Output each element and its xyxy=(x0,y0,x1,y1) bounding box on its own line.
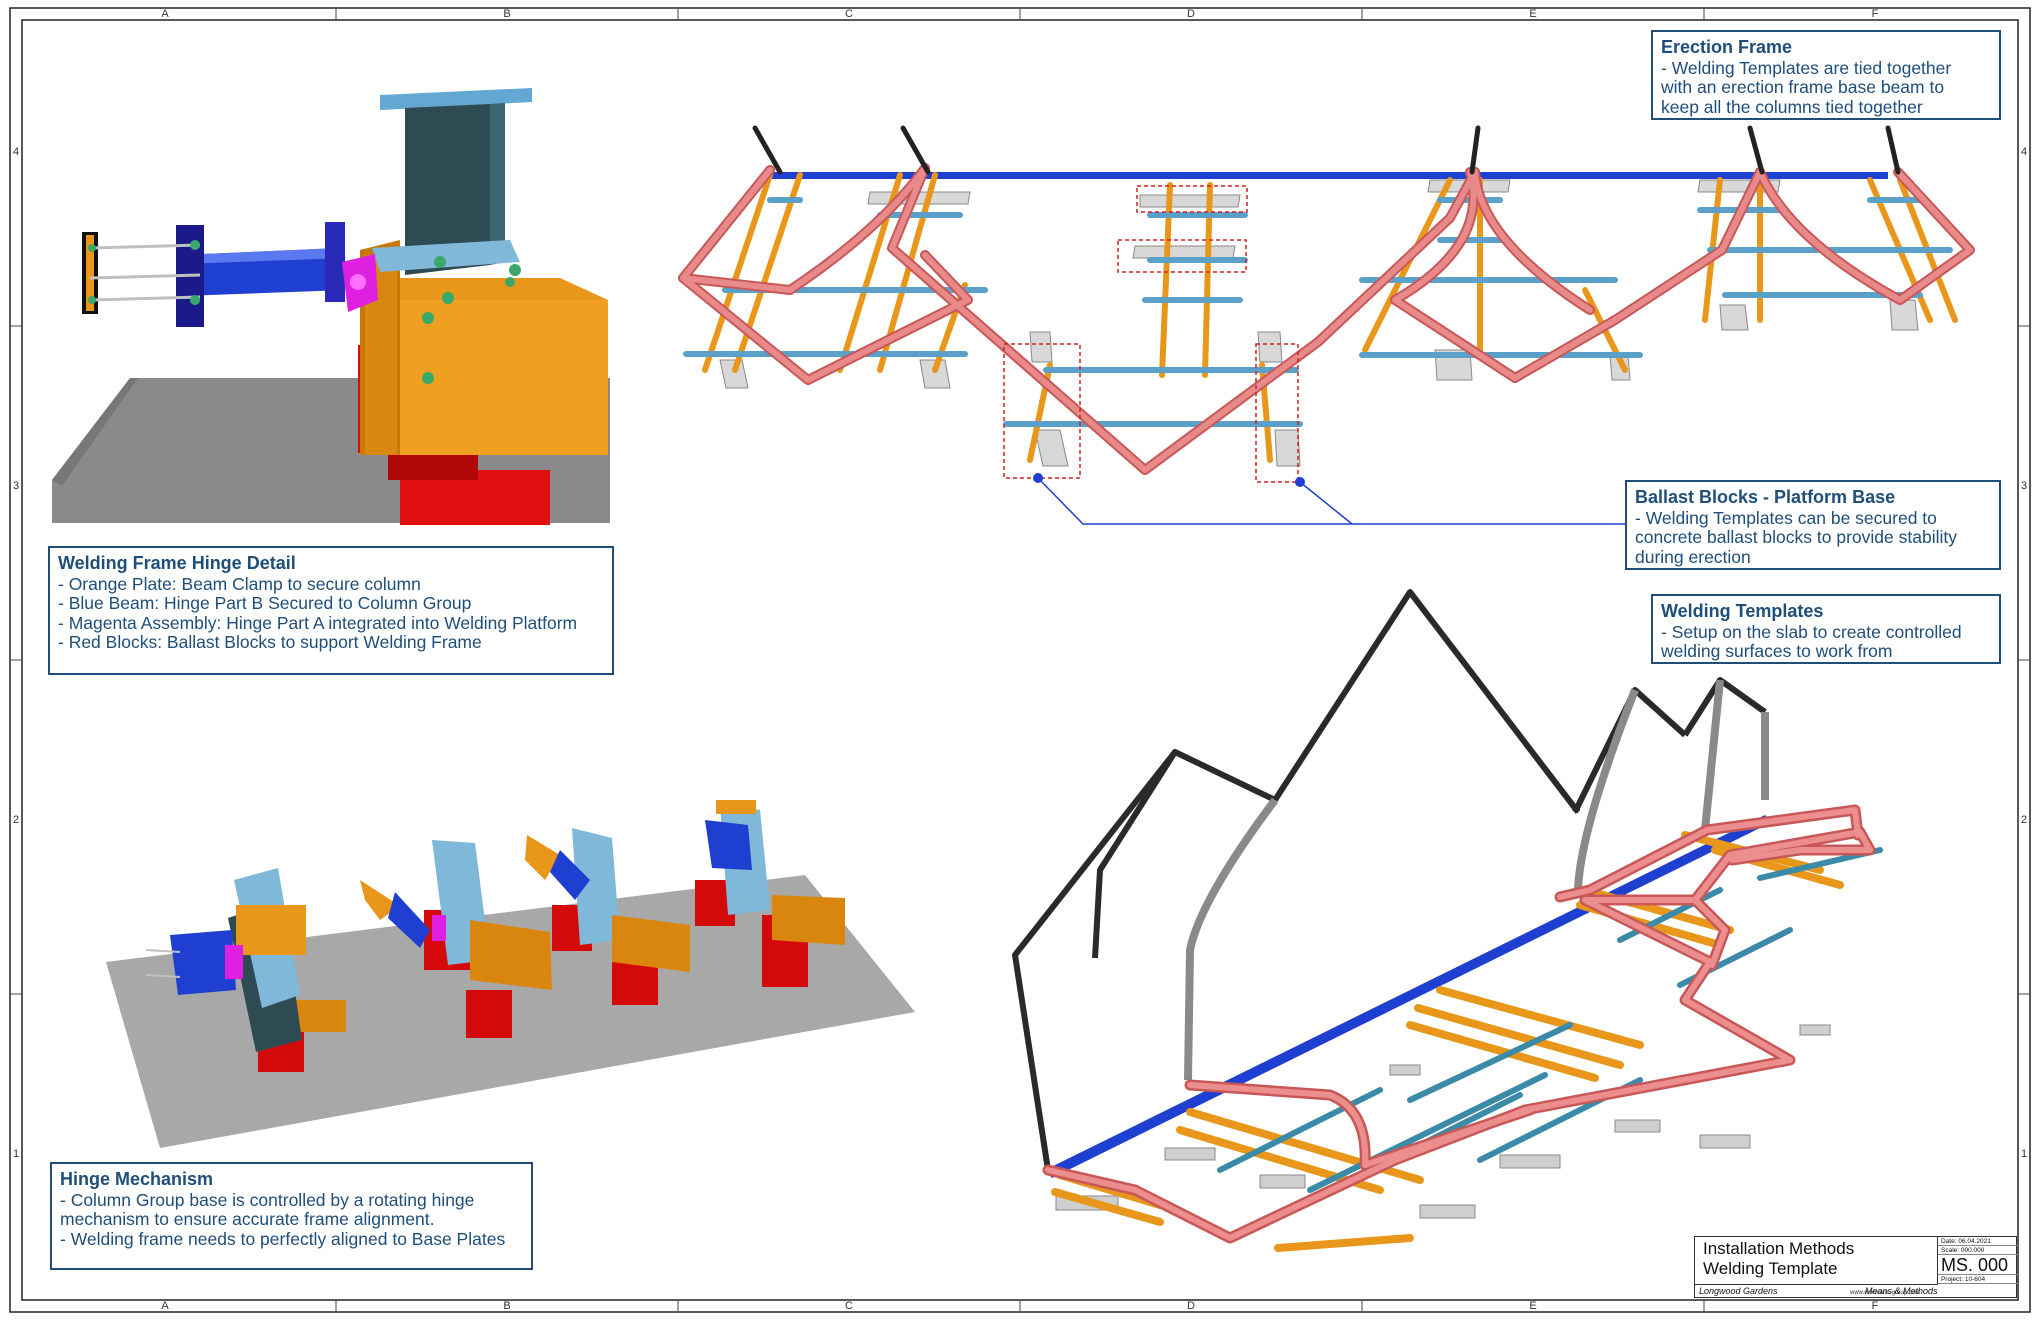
category-label: Means & Methods xyxy=(1865,1286,1938,1296)
note-line: - Welding Templates are tied together xyxy=(1661,57,1952,78)
note-line: - Orange Plate: Beam Clamp to secure col… xyxy=(58,573,421,594)
welding-templates-note: Welding Templates - Setup on the slab to… xyxy=(1651,594,2001,664)
grid-row-label: 1 xyxy=(13,1148,19,1160)
project-number: Project: 10-604 xyxy=(1938,1275,2018,1284)
grid-column-label: E xyxy=(1529,1300,1536,1312)
title-block: Installation Methods Welding Template Da… xyxy=(1694,1236,2018,1299)
date-row: Date: 06.04.2021 xyxy=(1938,1237,2018,1246)
grid-row-label: 2 xyxy=(13,814,19,826)
note-line: during erection xyxy=(1635,546,1751,567)
hinge-detail-note: Welding Frame Hinge Detail - Orange Plat… xyxy=(48,546,614,675)
note-line: keep all the columns tied together xyxy=(1661,96,1923,117)
scale-label: Scale: xyxy=(1941,1247,1960,1254)
note-line: - Welding Templates can be secured to xyxy=(1635,507,1937,528)
grid-ticks xyxy=(10,8,2030,1312)
grid-row-label: 1 xyxy=(2021,1148,2027,1160)
ballast-blocks-note: Ballast Blocks - Platform Base - Welding… xyxy=(1625,480,2001,570)
welding-template-render xyxy=(1012,589,1883,1252)
grid-row-label: 3 xyxy=(13,480,19,492)
hinge-mechanism-render xyxy=(106,800,915,1148)
grid-column-label: A xyxy=(161,1300,169,1312)
hinge-detail-heading: Welding Frame Hinge Detail xyxy=(58,553,296,573)
grid-row-label: 2 xyxy=(2021,814,2027,826)
drawing-title-line2: Welding Template xyxy=(1703,1259,1838,1278)
scale-value: 000.000 xyxy=(1960,1247,1985,1254)
grid-column-label: E xyxy=(1529,8,1536,20)
hinge-detail-render xyxy=(52,88,610,525)
note-line: welding surfaces to work from xyxy=(1661,641,1893,661)
grid-column-label: F xyxy=(1872,8,1879,20)
welding-templates-heading: Welding Templates xyxy=(1661,601,1824,621)
note-line: - Welding frame needs to perfectly align… xyxy=(60,1228,506,1249)
note-line: - Column Group base is controlled by a r… xyxy=(60,1189,475,1210)
erection-frame-heading: Erection Frame xyxy=(1661,37,1793,57)
scale-row: Scale: 000.000 xyxy=(1938,1246,2018,1255)
grid-column-label: A xyxy=(161,8,169,20)
note-line: - Setup on the slab to create controlled xyxy=(1661,621,1962,642)
grid-row-label: 3 xyxy=(2021,480,2027,492)
grid-row-label: 4 xyxy=(13,146,19,158)
grid-column-label: D xyxy=(1187,8,1195,20)
grid-labels: A A B B C C D D E E F F 4 4 3 3 2 2 1 1 xyxy=(13,8,2027,1312)
note-line: concrete ballast blocks to provide stabi… xyxy=(1635,527,1957,547)
note-line: - Magenta Assembly: Hinge Part A integra… xyxy=(58,612,578,633)
grid-column-label: F xyxy=(1872,1300,1879,1312)
sheet-number: MS. 000 xyxy=(1938,1255,2018,1275)
grid-row-label: 4 xyxy=(2021,146,2027,158)
note-line: with an erection frame base beam to xyxy=(1661,77,1945,97)
erection-frame-note: Erection Frame - Welding Templates are t… xyxy=(1651,30,2001,120)
note-line: mechanism to ensure accurate frame align… xyxy=(60,1209,435,1229)
note-line: - Red Blocks: Ballast Blocks to support … xyxy=(58,632,482,652)
title-block-main: Installation Methods Welding Template xyxy=(1695,1237,1938,1285)
ballast-blocks-heading: Ballast Blocks - Platform Base xyxy=(1635,487,1896,507)
erection-frame-render xyxy=(678,125,1975,525)
grid-column-label: B xyxy=(503,1300,510,1312)
date-value: 06.04.2021 xyxy=(1958,1238,1991,1245)
title-block-side: Date: 06.04.2021 Scale: 000.000 MS. 000 … xyxy=(1938,1237,2018,1285)
grid-column-label: C xyxy=(845,1300,853,1312)
website-text: www.roofmann-group.com xyxy=(1850,1290,1921,1296)
drawing-title-line1: Installation Methods xyxy=(1703,1239,1855,1258)
note-line: - Blue Beam: Hinge Part B Secured to Col… xyxy=(58,593,472,613)
title-block-footer: Longwood Gardens Means & Methods www.roo… xyxy=(1695,1285,2018,1299)
project-name: Longwood Gardens xyxy=(1699,1286,1778,1296)
grid-column-label: B xyxy=(503,8,510,20)
grid-column-label: C xyxy=(845,8,853,20)
date-label: Date: xyxy=(1941,1238,1957,1245)
grid-column-label: D xyxy=(1187,1300,1195,1312)
hinge-mechanism-note: Hinge Mechanism - Column Group base is c… xyxy=(50,1162,533,1270)
hinge-mechanism-heading: Hinge Mechanism xyxy=(60,1169,214,1189)
